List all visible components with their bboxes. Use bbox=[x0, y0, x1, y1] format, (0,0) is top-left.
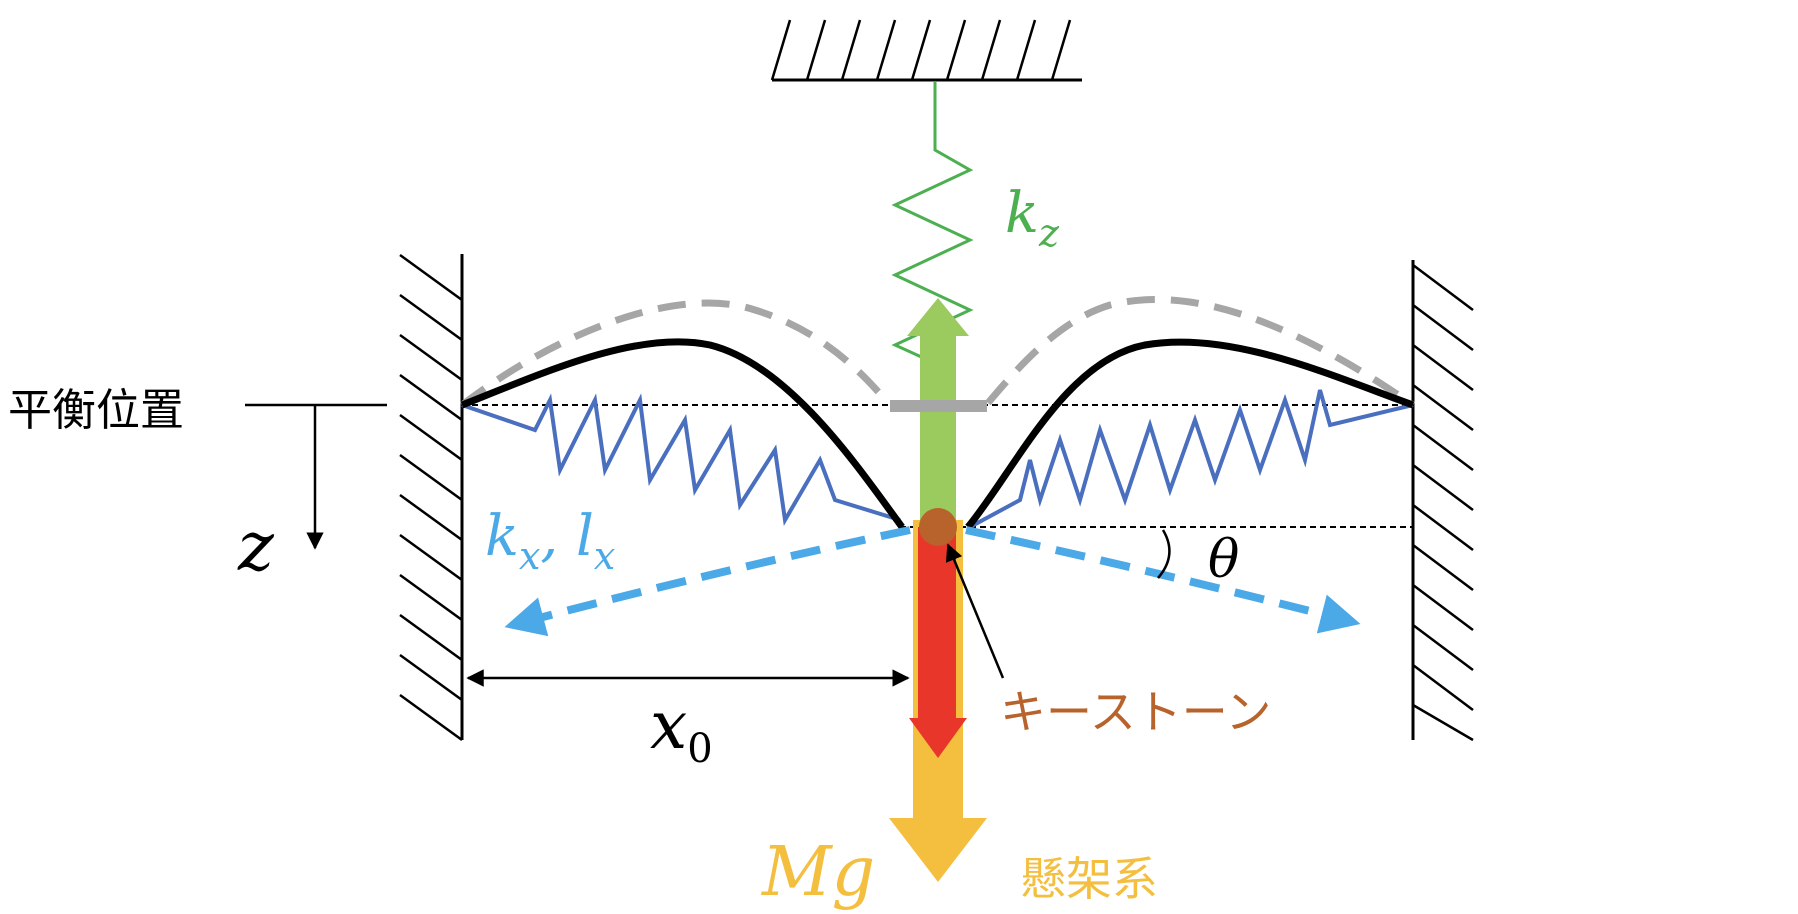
label-mg: Mg bbox=[760, 833, 875, 912]
right-tension-arrow bbox=[965, 526, 1361, 634]
label-lx-sub: x bbox=[594, 534, 615, 578]
label-kz: kz bbox=[1005, 181, 1060, 255]
left-horizontal-spring bbox=[461, 393, 901, 526]
ceiling-support bbox=[770, 19, 1082, 82]
left-blade bbox=[460, 338, 905, 530]
label-lx: l bbox=[576, 504, 594, 569]
right-blade bbox=[965, 338, 1415, 530]
left-wall bbox=[399, 253, 464, 742]
label-theta: θ bbox=[1208, 530, 1239, 590]
right-wall bbox=[1411, 260, 1474, 742]
label-kx: k bbox=[485, 504, 519, 569]
label-keystone: キーストーン bbox=[1000, 685, 1271, 739]
label-suspension: 懸架系 bbox=[1020, 852, 1158, 906]
left-blade-rest bbox=[459, 299, 891, 408]
red-force-arrow bbox=[909, 527, 967, 758]
right-blade-rest bbox=[985, 296, 1415, 408]
left-tension-arrow bbox=[504, 526, 911, 637]
label-x0: x0 bbox=[650, 687, 713, 772]
label-x0-base: x bbox=[650, 687, 687, 764]
label-z-axis: z bbox=[237, 508, 275, 587]
label-kx-lx: kx, lx bbox=[485, 504, 615, 578]
rest-keystone-plate bbox=[890, 400, 987, 412]
theta-angle-arc bbox=[1157, 529, 1171, 579]
keystone-pointer bbox=[945, 543, 1005, 679]
keystone bbox=[919, 508, 957, 546]
label-kx-lx-separator: , bbox=[540, 504, 576, 569]
label-equilibrium: 平衡位置 bbox=[8, 385, 184, 436]
label-kz-sub: z bbox=[1038, 211, 1060, 255]
label-kx-sub: x bbox=[519, 534, 540, 578]
label-x0-sub: 0 bbox=[687, 726, 712, 772]
right-horizontal-spring bbox=[969, 389, 1414, 529]
label-kz-base: k bbox=[1005, 181, 1039, 246]
